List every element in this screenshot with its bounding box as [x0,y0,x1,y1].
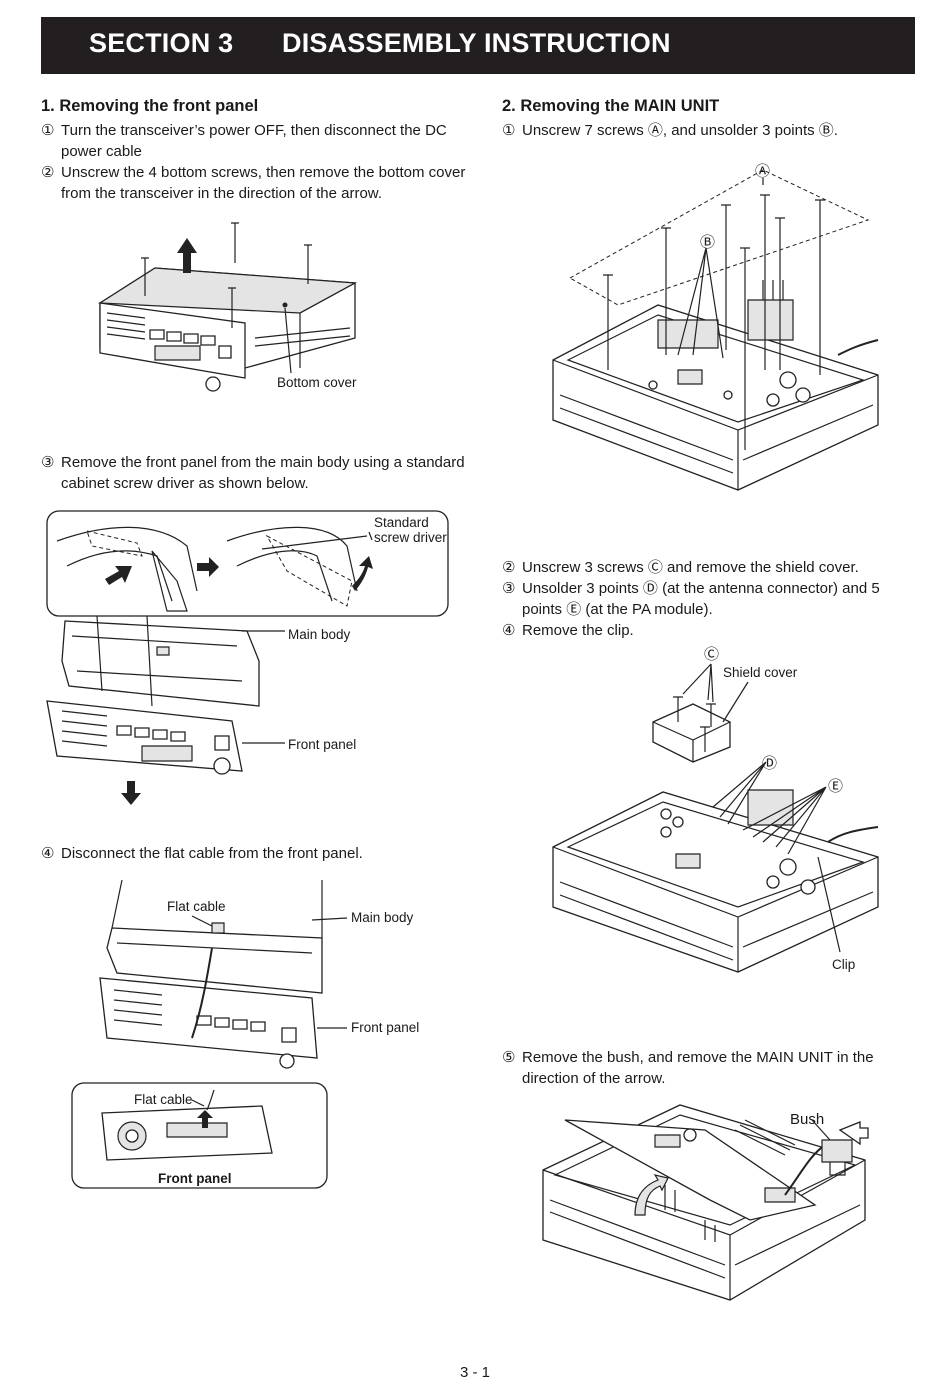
right-step-3: ③ Unsolder 3 points Ⓓ (at the antenna co… [502,580,880,618]
figure-flat-cable [72,878,332,1193]
label-b: Ⓑ [700,234,716,251]
section-banner: SECTION 3 DISASSEMBLY INSTRUCTION [41,17,915,74]
label-d: Ⓓ [762,755,778,772]
right-heading: 2. Removing the MAIN UNIT [502,97,720,115]
right-step-4: ④ Remove the clip. [502,622,634,639]
label-main-body-2: Main body [351,910,414,925]
section-title: DISASSEMBLY INSTRUCTION [282,28,671,58]
label-front-panel-1: Front panel [288,737,357,752]
left-step-3: ③ Remove the front panel from the main b… [41,454,465,492]
left-step-1: ① Turn the transceiver’s power OFF, then… [41,122,447,160]
figure-bottom-cover [95,218,365,403]
label-screw-driver: Standard screw driver [374,515,447,545]
label-front-panel-2: Front panel [351,1020,420,1035]
figure-front-panel-removal [47,511,449,805]
label-main-body-1: Main body [288,627,351,642]
label-clip: Clip [832,957,856,972]
label-flat-cable-2: Flat cable [134,1092,193,1107]
figure-main-unit-screws [548,160,883,500]
label-bush: Bush [790,1111,825,1128]
label-front-panel-inset: Front panel [158,1171,232,1186]
label-c: Ⓒ [704,646,720,663]
figure-bush-main-unit [540,1100,870,1305]
label-shield-cover: Shield cover [723,665,798,680]
figure-shield-cover [548,642,883,977]
page-number: 3 - 1 [459,1364,490,1381]
label-flat-cable-1: Flat cable [167,899,226,914]
right-step-5: ⑤ Remove the bush, and remove the MAIN U… [502,1049,874,1087]
section-number: SECTION 3 [89,28,234,58]
label-e: Ⓔ [828,778,844,795]
label-a: Ⓐ [755,163,771,180]
left-heading: 1. Removing the front panel [41,97,259,115]
label-bottom-cover: Bottom cover [277,375,357,390]
right-step-2: ② Unscrew 3 screws Ⓒ and remove the shie… [502,559,859,576]
left-step-4: ④ Disconnect the flat cable from the fro… [41,845,363,862]
left-step-2: ② Unscrew the 4 bottom screws, then remo… [41,164,466,202]
right-step-1: ① Unscrew 7 screws Ⓐ, and unsolder 3 poi… [502,122,838,139]
